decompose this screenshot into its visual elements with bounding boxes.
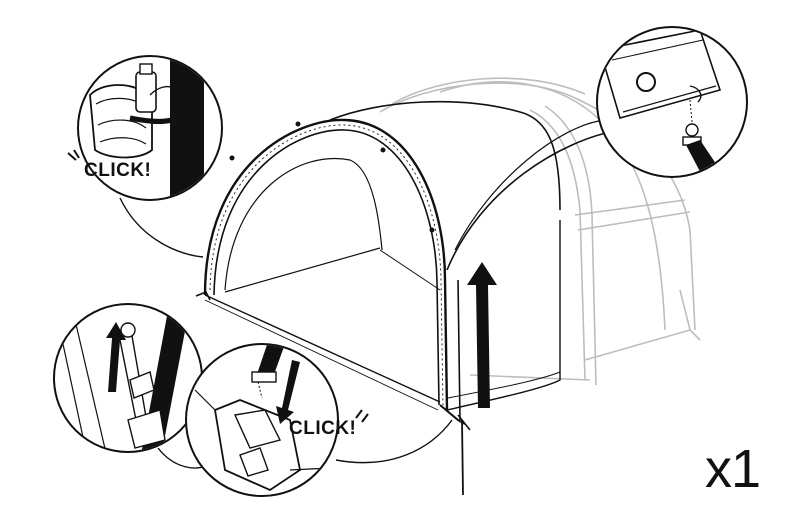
tent-body [195, 100, 561, 431]
pole-line [446, 119, 621, 496]
pin-callout [596, 26, 748, 178]
up-arrow-icon [467, 262, 497, 408]
quantity-label: x1 [705, 439, 761, 499]
click-label-bottom: CLICK! [289, 418, 357, 439]
strap-callout [53, 303, 206, 469]
circle-hole-icon [636, 72, 656, 92]
clip-callout [67, 55, 223, 258]
buckle-callout [185, 343, 453, 497]
click-label-top: CLICK! [84, 160, 152, 181]
